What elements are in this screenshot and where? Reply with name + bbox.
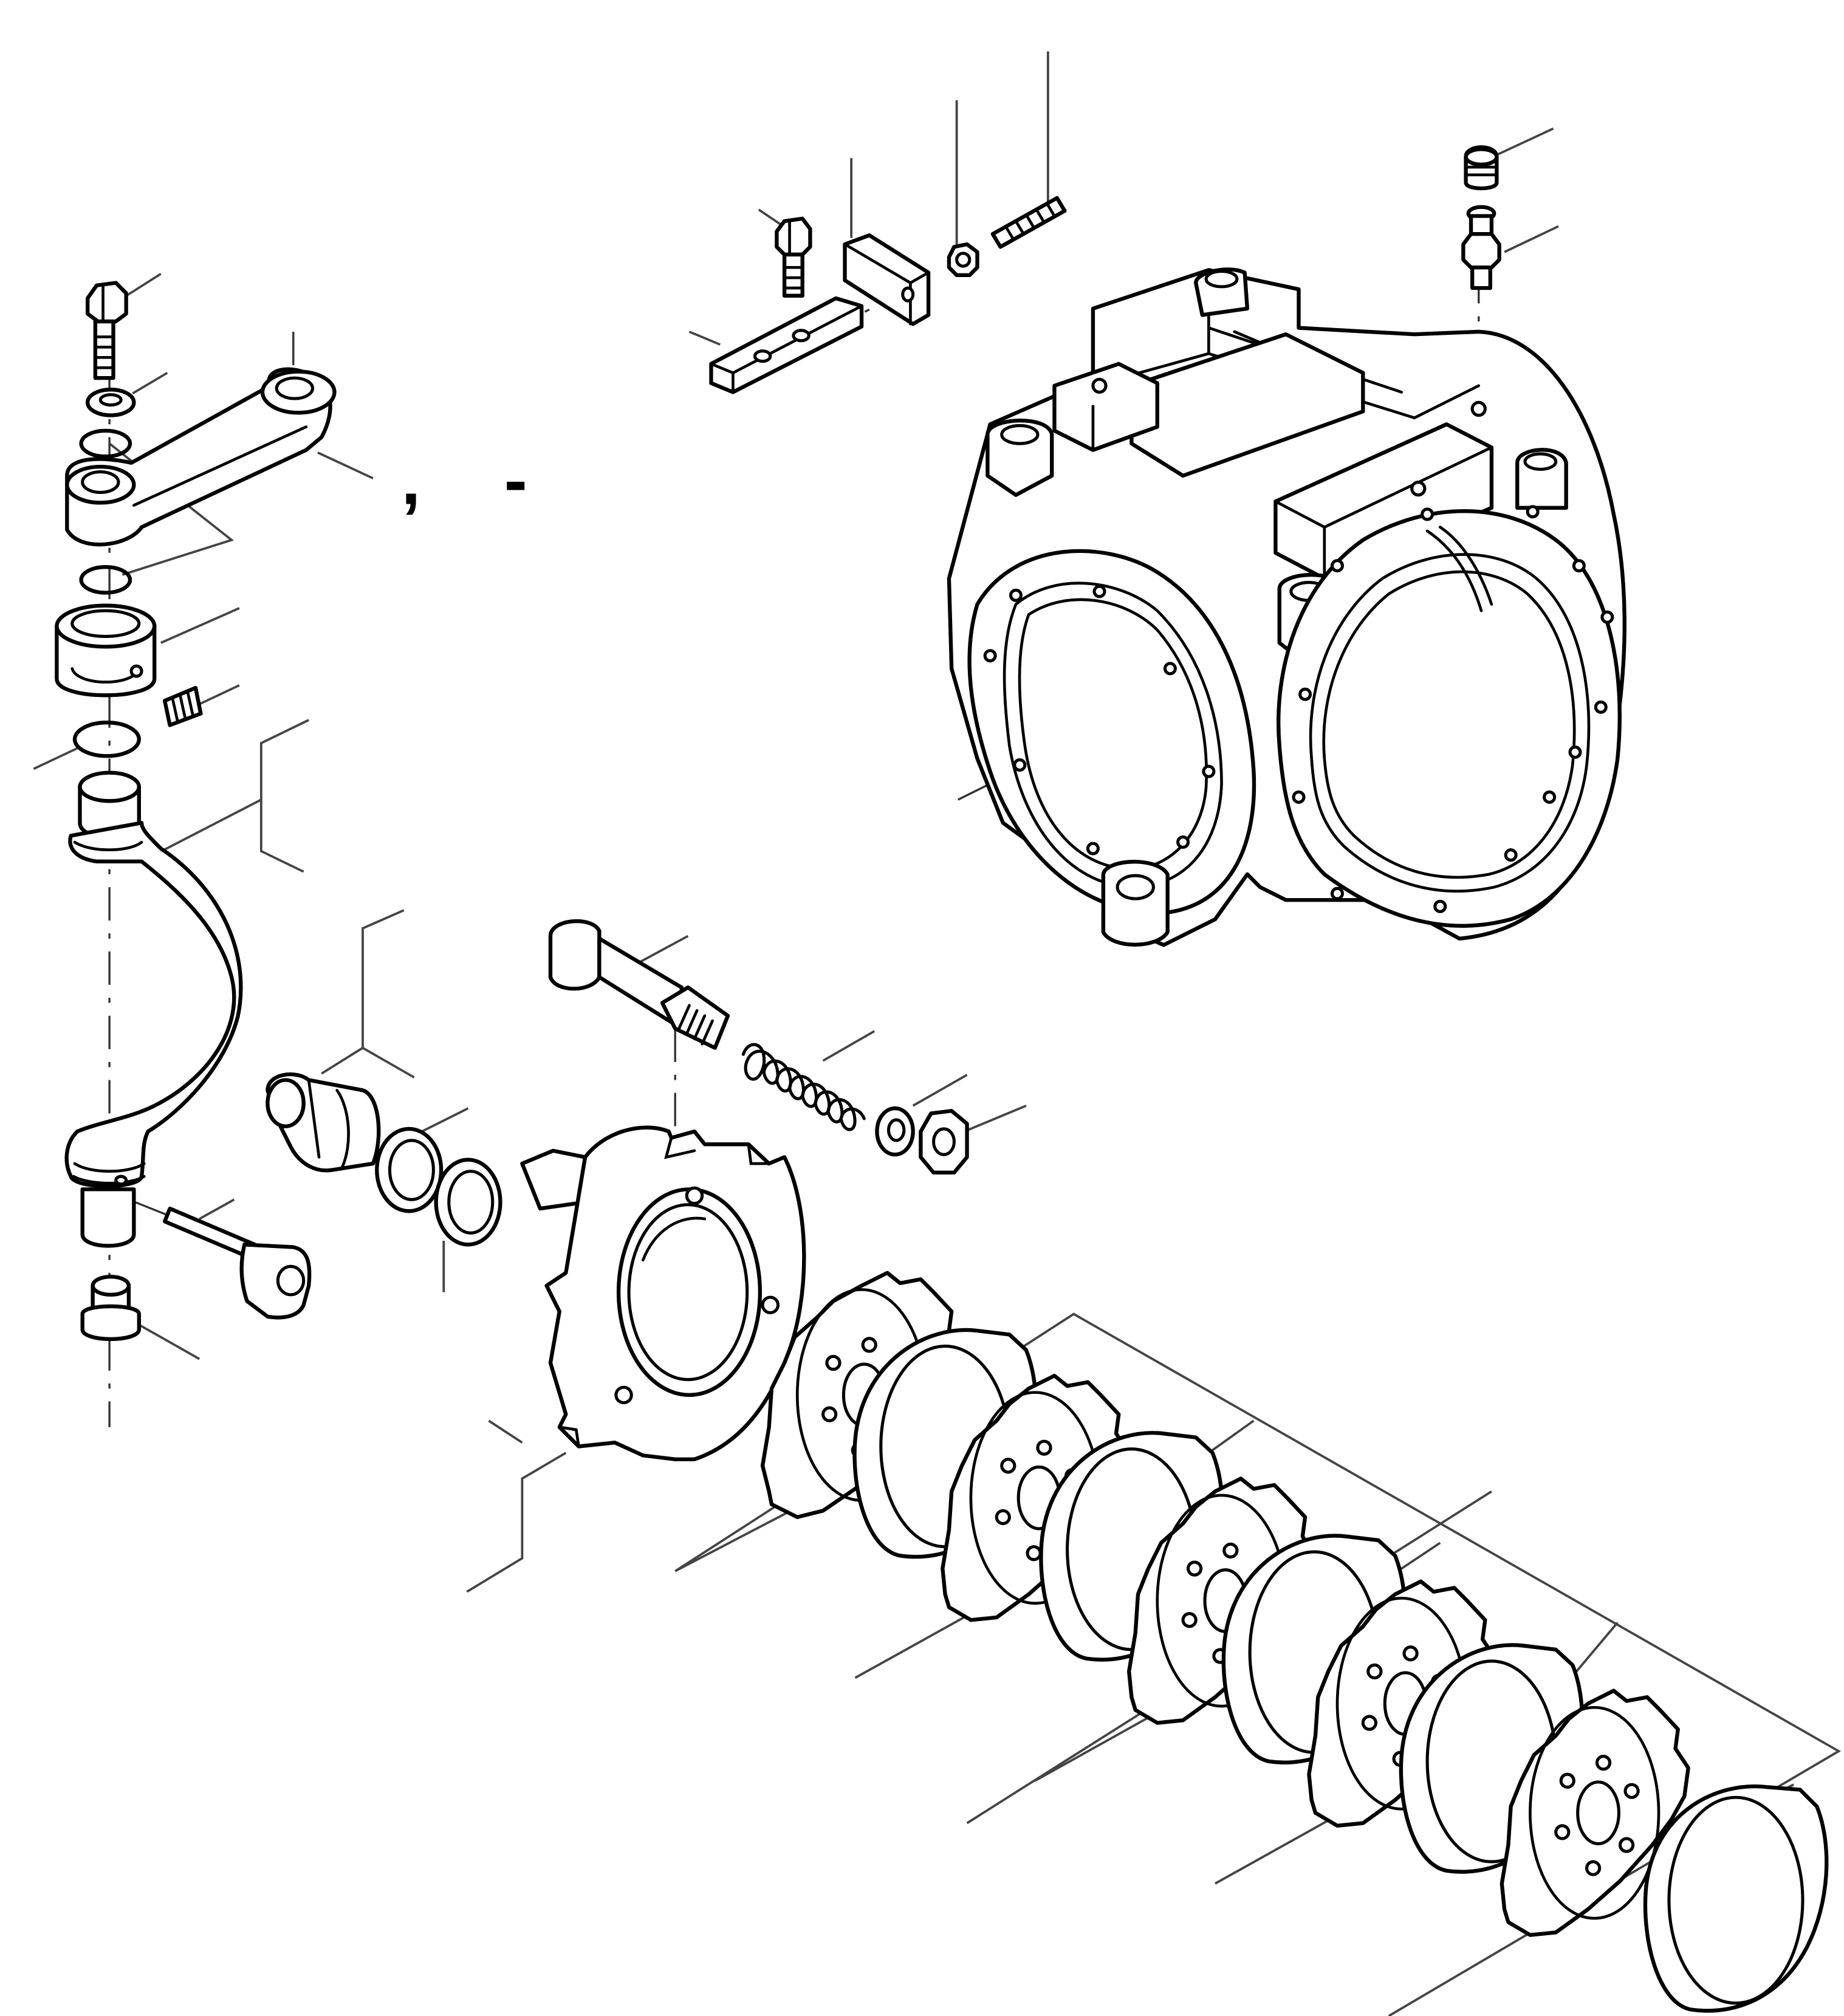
steering-knuckle-pin — [64, 770, 243, 1248]
leader-line — [317, 451, 374, 479]
axle-housing — [947, 267, 1626, 947]
shoulder-pin — [548, 919, 730, 1050]
shim-block — [843, 233, 931, 326]
leader-line — [1497, 127, 1554, 156]
hex-nut-center — [919, 1109, 969, 1175]
leader-line — [466, 1452, 567, 1593]
o-ring-lower — [72, 721, 141, 758]
grease-nipple — [1461, 205, 1501, 290]
stray-comma: , — [401, 442, 420, 519]
leader-line — [1504, 225, 1559, 253]
washer-top-left — [85, 387, 136, 417]
friction-disc-5 — [1500, 1689, 1690, 1937]
leader-line — [688, 331, 721, 346]
leader-line — [674, 1509, 792, 1572]
mounting-plate — [709, 296, 864, 394]
leader-line — [1215, 1814, 1338, 1885]
leader-line — [362, 909, 415, 1078]
leader-line — [321, 1046, 364, 1075]
stud — [990, 196, 1067, 249]
leader-line — [33, 747, 78, 770]
hex-bolt-top-center — [775, 216, 812, 298]
leader-line — [160, 607, 240, 644]
seal-ring-1 — [375, 1126, 444, 1213]
flat-washer-center — [875, 1106, 915, 1157]
seal-ring-2 — [434, 1157, 502, 1247]
leader-line — [122, 273, 162, 300]
grub-screw — [162, 685, 203, 727]
leader-line — [1034, 1711, 1158, 1782]
leader-line — [964, 1105, 1027, 1133]
end-shim-ring — [1643, 1784, 1829, 2013]
friction-disc-2 — [941, 1374, 1131, 1622]
o-ring-upper — [79, 428, 132, 459]
brake-piston — [266, 1072, 381, 1173]
stray-dash: - — [504, 442, 527, 519]
grease-cap — [1464, 145, 1499, 191]
bushing — [55, 603, 157, 698]
hex-nut-top — [947, 242, 979, 278]
leader-line — [640, 934, 689, 963]
bottom-pin — [80, 1275, 141, 1342]
leader-line — [822, 1030, 876, 1062]
coil-spring — [741, 1043, 866, 1131]
brake-carrier-plate — [520, 1125, 806, 1461]
leader-line — [199, 1198, 235, 1220]
leader-line — [912, 1074, 968, 1107]
leader-line — [132, 372, 168, 395]
leader-line — [854, 1613, 972, 1679]
axis-line — [134, 1201, 168, 1216]
leader-line — [421, 1107, 469, 1133]
kingpin-bolt — [162, 1206, 312, 1320]
steering-arm — [65, 367, 337, 547]
leader-line — [259, 719, 309, 873]
leader-line — [192, 684, 240, 708]
hex-bolt-top-left — [85, 281, 128, 380]
leader-line — [488, 1419, 523, 1444]
o-ring-middle — [79, 565, 132, 595]
